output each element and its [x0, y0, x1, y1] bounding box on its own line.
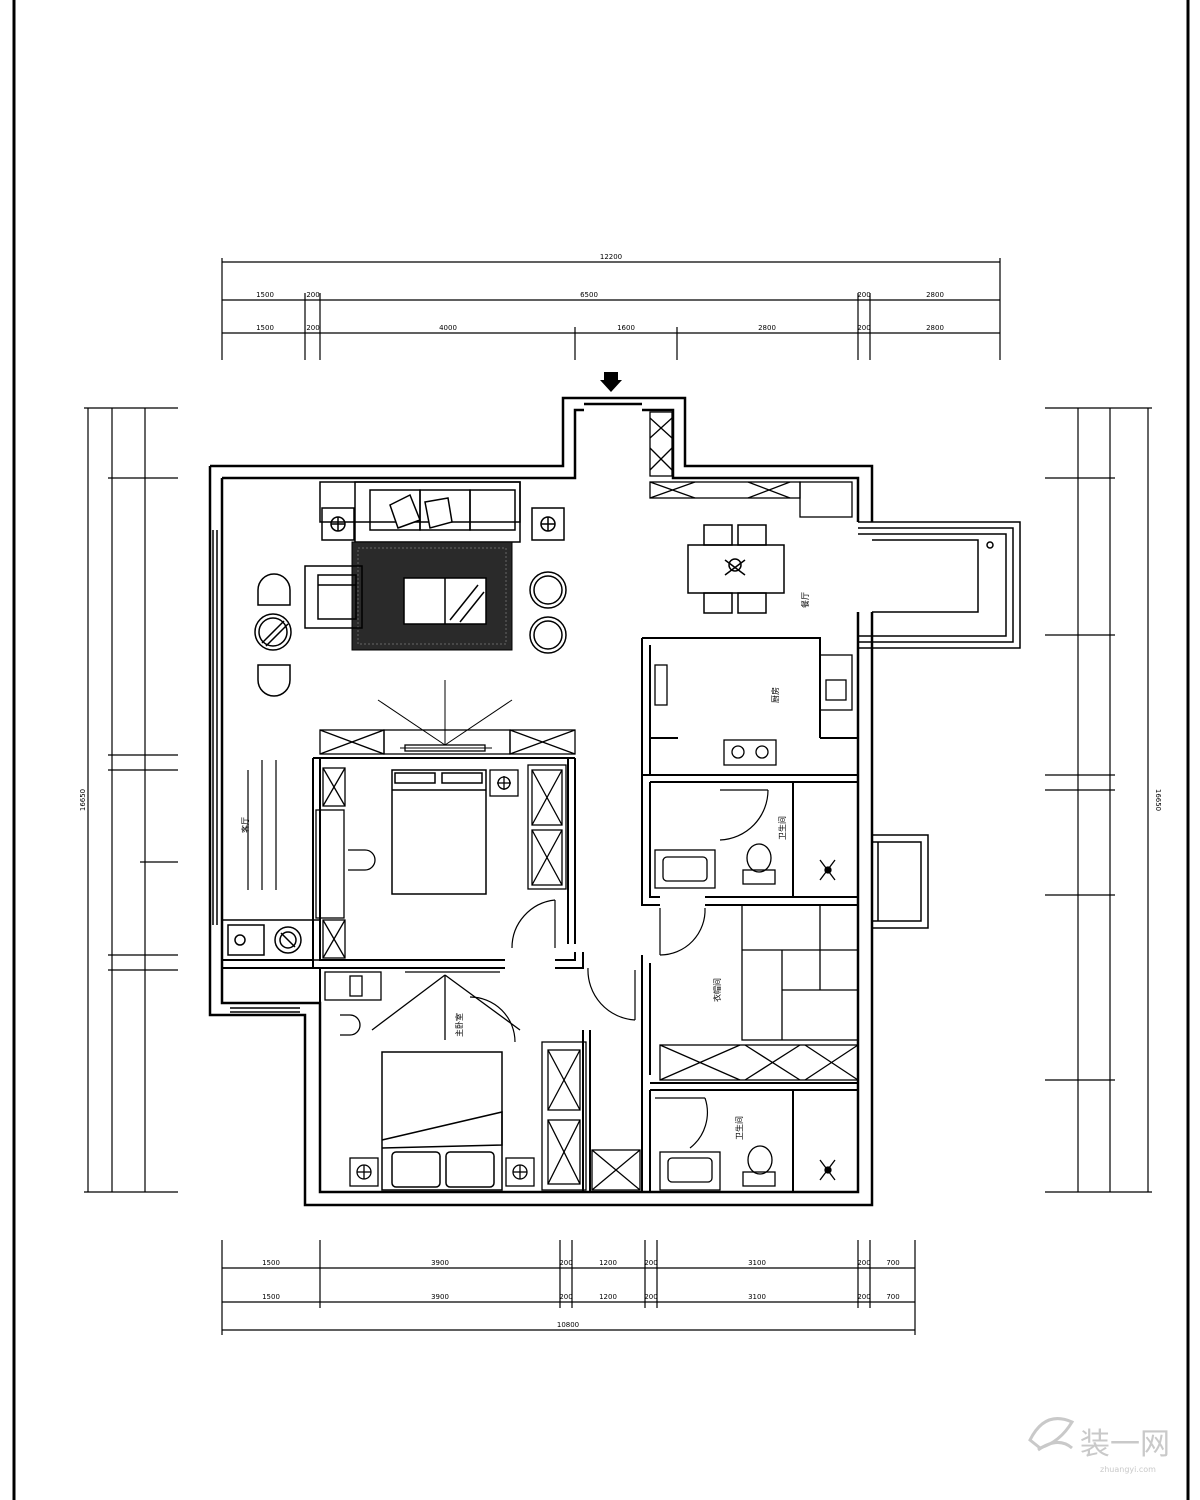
bedroom2-top-fixtures: [324, 971, 521, 1040]
svg-text:4000: 4000: [439, 324, 457, 332]
svg-text:1600: 1600: [617, 324, 635, 332]
bedroom-label: 主卧室: [454, 1013, 464, 1037]
svg-text:200: 200: [559, 1293, 572, 1301]
svg-text:700: 700: [886, 1259, 899, 1267]
dining-table: [687, 524, 785, 614]
watermark-logo: 装一网 zhuangyi.com: [1028, 1417, 1170, 1474]
right-dimension-group: [1045, 407, 1152, 1193]
coffee-table: [403, 577, 487, 625]
svg-text:1500: 1500: [256, 291, 274, 299]
entrance-arrow-icon: [600, 372, 622, 392]
svg-text:200: 200: [857, 1293, 870, 1301]
svg-text:200: 200: [644, 1259, 657, 1267]
bedroom1-bed: [391, 769, 487, 895]
svg-text:200: 200: [857, 324, 870, 332]
svg-text:200: 200: [644, 1293, 657, 1301]
kitchen-appliances: [654, 654, 853, 766]
living-room-wall-text: 客厅: [240, 760, 277, 890]
window-bay-right: [872, 834, 929, 929]
left-dimension-group: [84, 407, 178, 1193]
bedroom2-bed: [381, 1051, 503, 1191]
svg-text:zhuangyi.com: zhuangyi.com: [1100, 1465, 1156, 1474]
bath1-label: 卫生间: [777, 816, 787, 840]
kitchen-label: 厨房: [770, 687, 780, 703]
left-total-dim: 16650: [79, 789, 87, 811]
top-total-dim: 12200: [600, 253, 622, 261]
svg-text:1200: 1200: [599, 1259, 617, 1267]
svg-text:3100: 3100: [748, 1259, 766, 1267]
svg-text:客厅: 客厅: [240, 817, 250, 833]
svg-text:200: 200: [559, 1259, 572, 1267]
lounge-chairs-left: [254, 573, 292, 697]
bedroom1-nightstand: [489, 769, 519, 797]
top-row1-dims: 1500 200 6500 200 2800: [256, 291, 944, 299]
svg-text:1500: 1500: [256, 324, 274, 332]
top-row2-dims: 1500 200 4000 1600 2800 200 2800: [256, 324, 944, 332]
closet-shelving: [659, 904, 859, 1081]
bottom-dimension-group: [221, 1240, 916, 1335]
right-total-dim: 16650: [1154, 789, 1162, 811]
side-table-left: [321, 507, 355, 541]
ceiling-light-lines: [377, 680, 513, 749]
washer-counter: [221, 919, 321, 961]
svg-text:200: 200: [306, 324, 319, 332]
bedroom2-nightstands: [349, 1157, 535, 1187]
svg-text:700: 700: [886, 1293, 899, 1301]
round-stools-right: [529, 571, 567, 654]
bottom-row2-dims: 1500 3900 200 1200 200 3100 200 700: [262, 1293, 900, 1301]
svg-text:6500: 6500: [580, 291, 598, 299]
svg-text:1500: 1500: [262, 1293, 280, 1301]
bathroom1-fixtures: [654, 843, 836, 889]
dining-label: 餐厅: [801, 592, 810, 608]
window-left: [212, 530, 300, 1013]
bedroom2-wardrobe: [541, 1041, 641, 1191]
bedroom1-wardrobe-top: [319, 729, 576, 755]
armchair-left: [304, 565, 363, 629]
svg-text:1200: 1200: [599, 1293, 617, 1301]
door-swings: [469, 789, 769, 1149]
bedroom1-wardrobe-left: [315, 767, 376, 959]
bottom-total-dim: 10800: [557, 1321, 579, 1329]
svg-text:3900: 3900: [431, 1293, 449, 1301]
svg-text:2800: 2800: [926, 291, 944, 299]
study-label: 衣帽间: [712, 978, 722, 1002]
top-dimension-group: [221, 258, 1001, 360]
svg-text:3900: 3900: [431, 1259, 449, 1267]
bedroom1-wardrobe-right: [527, 764, 567, 890]
svg-text:2800: 2800: [758, 324, 776, 332]
svg-text:3100: 3100: [748, 1293, 766, 1301]
bottom-row1-dims: 1500 3900 200 1200 200 3100 200 700: [262, 1259, 900, 1267]
svg-text:200: 200: [857, 291, 870, 299]
bath2-label: 卫生间: [734, 1116, 744, 1140]
balcony-bay: [858, 521, 1021, 649]
svg-text:装一网: 装一网: [1080, 1427, 1170, 1462]
sofa: [319, 481, 521, 543]
svg-text:2800: 2800: [926, 324, 944, 332]
outer-walls: [208, 396, 874, 1207]
bathroom2-fixtures: [659, 1145, 836, 1191]
svg-text:200: 200: [306, 291, 319, 299]
side-table-right: [531, 507, 565, 541]
svg-text:1500: 1500: [262, 1259, 280, 1267]
entry-cabinet: [649, 411, 673, 477]
interior-walls: [222, 637, 858, 1192]
svg-text:200: 200: [857, 1259, 870, 1267]
kitchen-upper-cabinets: [649, 481, 853, 518]
